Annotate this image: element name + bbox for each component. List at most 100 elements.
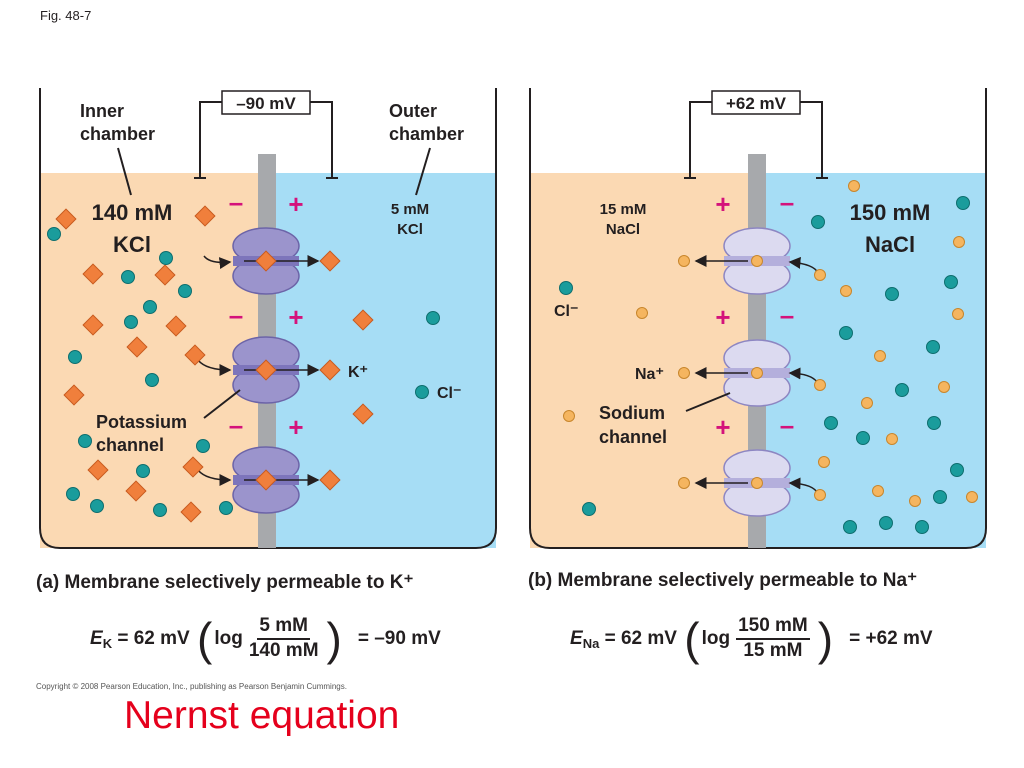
charge-outer-a3: +	[288, 412, 303, 442]
sodium-ion-icon	[909, 495, 921, 507]
potassium-ion-icon	[180, 501, 202, 523]
caption-b: (b) Membrane selectively permeable to Na…	[528, 570, 918, 591]
voltmeter-wire-a	[199, 101, 333, 178]
sodium-ion-icon	[814, 489, 826, 501]
potassium-ion-icon	[82, 263, 104, 285]
nernst-equation-a: EK = 62 mV ( log 5 mM 140 mM ) = –90 mV	[90, 615, 441, 662]
channel-label-a2: channel	[96, 435, 164, 455]
chloride-ion-icon	[159, 251, 173, 265]
chloride-ion-icon	[121, 270, 135, 284]
chloride-ion-icon	[811, 215, 825, 229]
sodium-ions-b	[563, 180, 978, 507]
charge-inner-a3: –	[229, 410, 243, 440]
potassium-ion-icon	[165, 315, 187, 337]
sodium-ion-icon	[966, 491, 978, 503]
chloride-ion-icon	[950, 463, 964, 477]
charge-outer-a1: +	[288, 189, 303, 219]
sodium-ion-icon	[938, 381, 950, 393]
chloride-ion-icon	[933, 490, 947, 504]
inner-chamber-fluid-b	[530, 173, 748, 548]
sodium-ion-icon	[751, 367, 763, 379]
nernst-diagram: –90 mV Inner chamber Outer chamber 140 m…	[39, 88, 987, 549]
chloride-ion-icon	[824, 416, 838, 430]
potassium-ion-icon	[319, 359, 341, 381]
potassium-ion-icon	[352, 403, 374, 425]
potassium-ion-icon	[255, 469, 277, 491]
chloride-ion-icon	[926, 340, 940, 354]
potassium-ion-icon	[87, 459, 109, 481]
chloride-ion-icon	[879, 516, 893, 530]
inner-chamber-label-a1: Inner	[80, 101, 124, 121]
sodium-ion-icon	[861, 397, 873, 409]
potassium-ion-icon	[55, 208, 77, 230]
chloride-ions-b	[559, 196, 970, 534]
outer-chamber-label-a1: Outer	[389, 101, 437, 121]
charges-b: + – + – + –	[715, 187, 794, 442]
sodium-ion-icon	[563, 410, 575, 422]
voltmeter-wire-b	[689, 101, 823, 178]
chloride-ion-icon	[68, 350, 82, 364]
eq-b-fraction: 150 mM 15 mM	[736, 615, 810, 662]
chloride-ion-icon	[415, 385, 429, 399]
eq-a-log: log	[214, 628, 243, 649]
chloride-ion-icon	[843, 520, 857, 534]
chloride-ion-icon	[856, 431, 870, 445]
voltmeter-box-a	[221, 90, 311, 115]
chloride-ion-icon	[90, 499, 104, 513]
sodium-ion-icon	[751, 477, 763, 489]
charge-inner-a1: –	[229, 187, 243, 217]
chloride-ion-icon	[143, 300, 157, 314]
outer-chamber-fluid-a	[276, 173, 496, 548]
eq-b-numerator: 150 mM	[736, 615, 810, 640]
sodium-ion-icon	[751, 255, 763, 267]
inner-chamber-label-a2: chamber	[80, 124, 155, 144]
outer-conc-b1: 150 mM	[850, 200, 931, 225]
sodium-ion-icon	[952, 308, 964, 320]
eq-b-open-paren: (	[684, 613, 700, 665]
sodium-ion-icon	[872, 485, 884, 497]
chloride-ion-icon	[885, 287, 899, 301]
eq-a-lhs: EK	[90, 627, 113, 651]
chloride-ion-icon	[219, 501, 233, 515]
potassium-ion-icon	[182, 456, 204, 478]
eq-b-rhs: = +62 mV	[849, 628, 933, 649]
charge-inner-b2: +	[715, 302, 730, 332]
potassium-ion-icon	[63, 384, 85, 406]
potassium-ion-icon	[194, 205, 216, 227]
chloride-ion-icon	[145, 373, 159, 387]
sodium-ion-icon	[840, 285, 852, 297]
charge-outer-b1: –	[780, 187, 794, 217]
potassium-ion-icon	[319, 250, 341, 272]
voltmeter-box-b	[711, 90, 801, 115]
voltage-reading-b: +62 mV	[726, 94, 787, 113]
chloride-ion-icon	[839, 326, 853, 340]
charge-inner-b1: +	[715, 189, 730, 219]
eq-a-denominator: 140 mM	[248, 640, 319, 661]
chloride-ion-icon	[944, 275, 958, 289]
potassium-ion-icon	[352, 309, 374, 331]
inner-conc-b1: 15 mM	[600, 201, 647, 218]
k-ion-label: K⁺	[348, 364, 368, 381]
potassium-ion-icon	[184, 344, 206, 366]
sodium-ion-icon	[886, 433, 898, 445]
sodium-ion-icon	[636, 307, 648, 319]
sodium-ion-icon	[953, 236, 965, 248]
charge-outer-b3: –	[780, 410, 794, 440]
sodium-ion-icon	[678, 367, 690, 379]
charge-outer-a2: +	[288, 302, 303, 332]
na-ion-label: Na⁺	[635, 366, 664, 383]
chloride-ion-icon	[196, 439, 210, 453]
panel-a: –90 mV Inner chamber Outer chamber 140 m…	[39, 88, 497, 549]
sodium-ion-icon	[814, 379, 826, 391]
sodium-ion-icon	[874, 350, 886, 362]
inner-conc-a1: 140 mM	[92, 200, 173, 225]
chloride-ion-icon	[956, 196, 970, 210]
chloride-ion-icon	[47, 227, 61, 241]
potassium-ion-icon	[126, 336, 148, 358]
chloride-ion-icon	[124, 315, 138, 329]
slide-title: Nernst equation	[124, 694, 400, 737]
chloride-ion-icon	[582, 502, 596, 516]
chloride-ions-a	[47, 227, 440, 517]
outer-conc-a2: KCl	[397, 221, 423, 238]
ion-channel-icon	[723, 449, 791, 517]
